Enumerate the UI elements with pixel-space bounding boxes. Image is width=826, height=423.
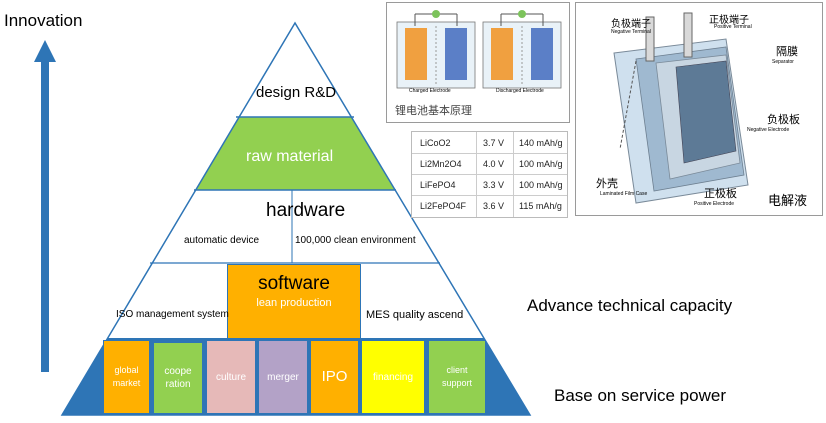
table-col-divider (476, 132, 477, 217)
software-box: software lean production (227, 264, 361, 339)
table-row: LiFePO4 3.3 V 100 mAh/g (412, 174, 567, 196)
software-sub: lean production (256, 297, 332, 309)
software-left-label: ISO management system (116, 309, 229, 320)
discharged-label: Discharged Electrode (496, 88, 544, 94)
formula-cell: Li2FePO4F (420, 201, 467, 211)
base-box-label: cooperation (164, 366, 192, 390)
hardware-title: hardware (266, 200, 346, 221)
neg-electrode-en: Negative Electrode (747, 127, 790, 133)
capacity-label: Advance technical capacity (527, 296, 733, 315)
separator-label: 隔膜 (776, 46, 798, 58)
neg-terminal-en: Negative Terminal (611, 29, 651, 35)
battery-principle-image (396, 10, 562, 89)
capacity-cell: 140 mAh/g (519, 138, 563, 148)
voltage-cell: 3.6 V (483, 201, 505, 211)
base-box-label: global market (112, 365, 141, 388)
pos-electrode-en: Positive Electrode (694, 201, 735, 207)
table-row: Li2FePO4F 3.6 V 115 mAh/g (412, 195, 567, 217)
apex-label: design R&D (256, 84, 337, 101)
neg-terminal-label: 负极端子 (611, 19, 651, 30)
base-box-culture: culture (206, 340, 256, 414)
base-box-label: culture (215, 372, 246, 383)
neg-electrode-label: 负极板 (767, 114, 800, 126)
service-label: Base on service power (554, 386, 726, 405)
base-box-label: IPO (321, 368, 348, 385)
separator-en: Separator (772, 59, 794, 65)
pyramid-outline (60, 21, 532, 416)
software-right-label: MES quality ascend (366, 309, 464, 321)
electrolyte-label: 电解液 (768, 193, 808, 208)
innovation-arrow-head (34, 40, 56, 62)
base-box-financing: financing (361, 340, 425, 414)
table-col-divider (513, 132, 514, 217)
battery-principle-caption: 锂电池基本原理 (395, 105, 472, 117)
cell-structure-image (613, 12, 749, 204)
base-box-label: client support (441, 365, 473, 388)
capacity-cell: 100 mAh/g (519, 159, 563, 169)
capacity-cell: 115 mAh/g (519, 201, 562, 211)
voltage-cell: 3.7 V (483, 138, 505, 148)
battery-principle-panel: Charged Electrode Discharged Electrode 锂… (386, 2, 570, 123)
voltage-cell: 3.3 V (483, 180, 505, 190)
axis-label: Innovation (4, 11, 83, 30)
formula-cell: Li2Mn2O4 (420, 159, 462, 169)
case-en: Laminated Film Case (600, 191, 648, 197)
base-box-client-support: client support (428, 340, 486, 414)
formula-cell: LiCoO2 (420, 138, 451, 148)
table-row: LiCoO2 3.7 V 140 mAh/g (412, 132, 567, 154)
formula-cell: LiFePO4 (420, 180, 456, 190)
innovation-arrow (34, 40, 56, 372)
voltage-cell: 4.0 V (483, 159, 505, 169)
pos-terminal-label: 正极端子 (709, 15, 749, 26)
pos-electrode-label: 正极板 (704, 188, 737, 200)
charged-label: Charged Electrode (409, 88, 451, 94)
base-box-cooperation: cooperation (153, 342, 203, 414)
table-row: Li2Mn2O4 4.0 V 100 mAh/g (412, 153, 567, 175)
case-label: 外壳 (596, 178, 618, 190)
raw-material-label: raw material (246, 148, 334, 165)
materials-table: LiCoO2 3.7 V 140 mAh/g Li2Mn2O4 4.0 V 10… (411, 131, 568, 218)
capacity-cell: 100 mAh/g (519, 180, 563, 190)
hardware-left-label: automatic device (184, 235, 260, 246)
base-box-ipo: IPO (310, 340, 359, 414)
hardware-right-label: 100,000 clean environment (295, 235, 416, 246)
base-box-label: financing (372, 372, 414, 383)
base-box-merger: merger (258, 340, 308, 414)
cell-structure-panel: 负极端子 Negative Terminal 正极端子 Positive Ter… (575, 2, 823, 216)
base-box-global-market: global market (103, 340, 150, 414)
software-title: software (258, 273, 330, 294)
pos-terminal-en: Positive Terminal (714, 24, 752, 30)
innovation-arrow-shaft (41, 60, 49, 372)
base-box-label: merger (267, 372, 299, 383)
